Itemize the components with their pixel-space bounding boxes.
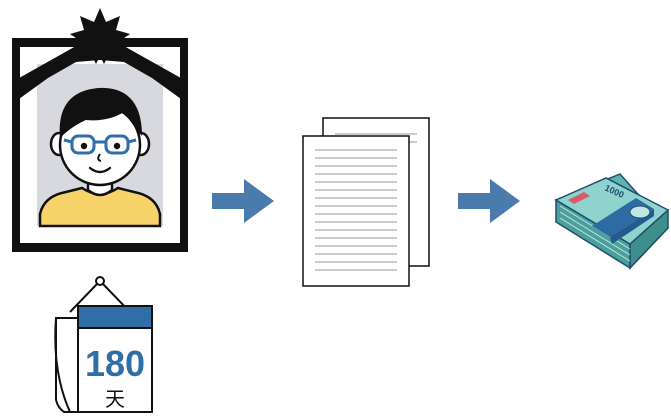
calendar-number: 180 <box>85 343 145 384</box>
calendar-icon: 180 天 <box>55 277 152 412</box>
calendar-unit: 天 <box>105 387 125 411</box>
money-bundle-icon: 1000 <box>556 174 668 268</box>
documents-icon <box>303 118 429 286</box>
arrow-right-icon <box>458 179 520 223</box>
memorial-portrait-icon <box>12 8 188 252</box>
arrow-right-icon <box>212 179 274 223</box>
